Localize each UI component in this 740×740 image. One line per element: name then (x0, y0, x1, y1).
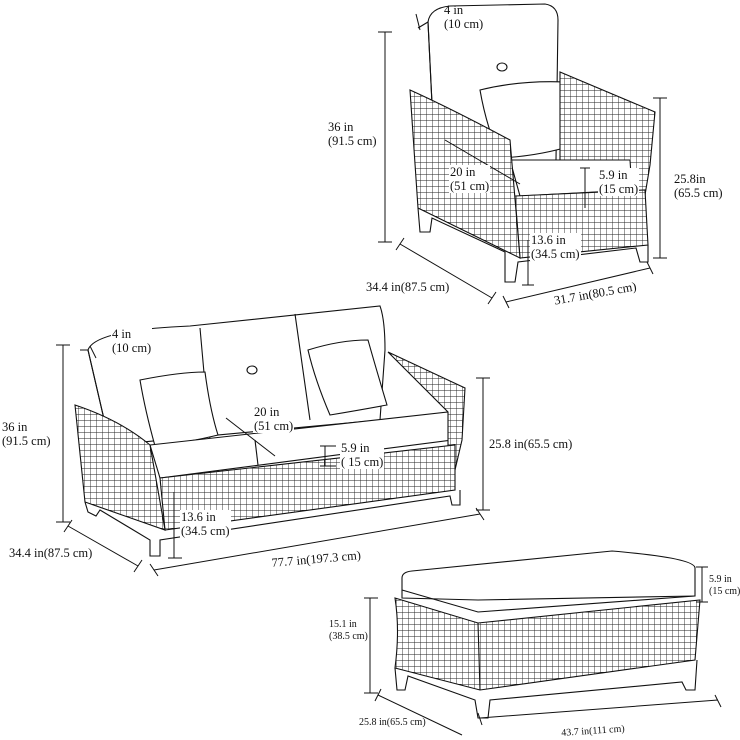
sofa-seat-height-label: 13.6 in (34.5 cm) (180, 510, 231, 538)
armchair-arm-height-in: 25.8in (674, 172, 706, 186)
sofa-seat-cushion-label: 5.9 in ( 15 cm) (340, 441, 385, 469)
sofa-arm-height-label: 25.8 in(65.5 cm) (488, 437, 574, 451)
armchair-back-cushion-label: 4 in (10 cm) (443, 3, 484, 31)
armchair-depth-label: 34.4 in(87.5 cm) (366, 280, 450, 294)
ottoman-drawing (394, 550, 701, 719)
sofa-total-height-cm: (91.5 cm) (2, 434, 51, 448)
sofa-seat-height-in: 13.6 in (181, 510, 216, 524)
armchair-arm-height-label: 25.8in (65.5 cm) (673, 172, 724, 200)
armchair-seat-height-in: 13.6 in (531, 233, 566, 247)
sofa-seat-depth-label: 20 in (51 cm) (253, 405, 295, 433)
armchair-seat-cushion-label: 5.9 in (15 cm) (598, 168, 640, 196)
armchair-seat-height-cm: (34.5 cm) (531, 247, 580, 261)
armchair-back-cushion-cm: (10 cm) (444, 17, 484, 31)
ottoman-cushion-in: 5.9 in (709, 574, 732, 585)
armchair-seat-depth-cm: (51 cm) (450, 179, 490, 193)
armchair-arm-height-cm: (65.5 cm) (674, 186, 723, 200)
sofa-seat-height-cm: (34.5 cm) (181, 524, 230, 538)
ottoman-dimension-lines (364, 566, 722, 736)
sofa-seat-depth-cm: (51 cm) (254, 419, 294, 433)
sofa-depth-label: 34.4 in(87.5 cm) (9, 546, 93, 560)
armchair-back-cushion-in: 4 in (444, 3, 464, 17)
ottoman-height-in: 15.1 in (329, 619, 357, 630)
armchair-total-height-cm: (91.5 cm) (328, 134, 377, 148)
sofa-seat-cushion-cm: ( 15 cm) (341, 455, 384, 469)
sofa-back-cushion-in: 4 in (112, 327, 132, 341)
sofa-seat-depth-in: 20 in (254, 405, 280, 419)
sofa-back-cushion-cm: (10 cm) (112, 341, 152, 355)
sofa-total-height-in: 36 in (2, 420, 28, 434)
armchair-seat-cushion-cm: (15 cm) (599, 182, 639, 196)
armchair-seat-height-label: 13.6 in (34.5 cm) (530, 233, 581, 261)
armchair-seat-depth-label: 20 in (51 cm) (449, 165, 491, 193)
armchair-total-height-in: 36 in (328, 120, 354, 134)
ottoman-height-label: 15.1 in (38.5 cm) (328, 619, 369, 643)
ottoman-height-cm: (38.5 cm) (329, 631, 368, 642)
armchair-seat-depth-in: 20 in (450, 165, 476, 179)
sofa-dimension-lines (56, 344, 490, 577)
sofa-back-cushion-label: 4 in (10 cm) (111, 327, 153, 355)
ottoman-cushion-cm: (15 cm) (709, 586, 740, 597)
sofa-total-height-label: 36 in (91.5 cm) (1, 420, 52, 448)
sofa-seat-cushion-in: 5.9 in (341, 441, 370, 455)
ottoman-cushion-label: 5.9 in (15 cm) (708, 574, 740, 598)
ottoman-depth-label: 25.8 in(65.5 cm) (359, 717, 426, 728)
armchair-seat-cushion-in: 5.9 in (599, 168, 628, 182)
armchair-total-height-label: 36 in (91.5 cm) (327, 120, 378, 148)
armchair-dimension-lines (378, 13, 667, 309)
